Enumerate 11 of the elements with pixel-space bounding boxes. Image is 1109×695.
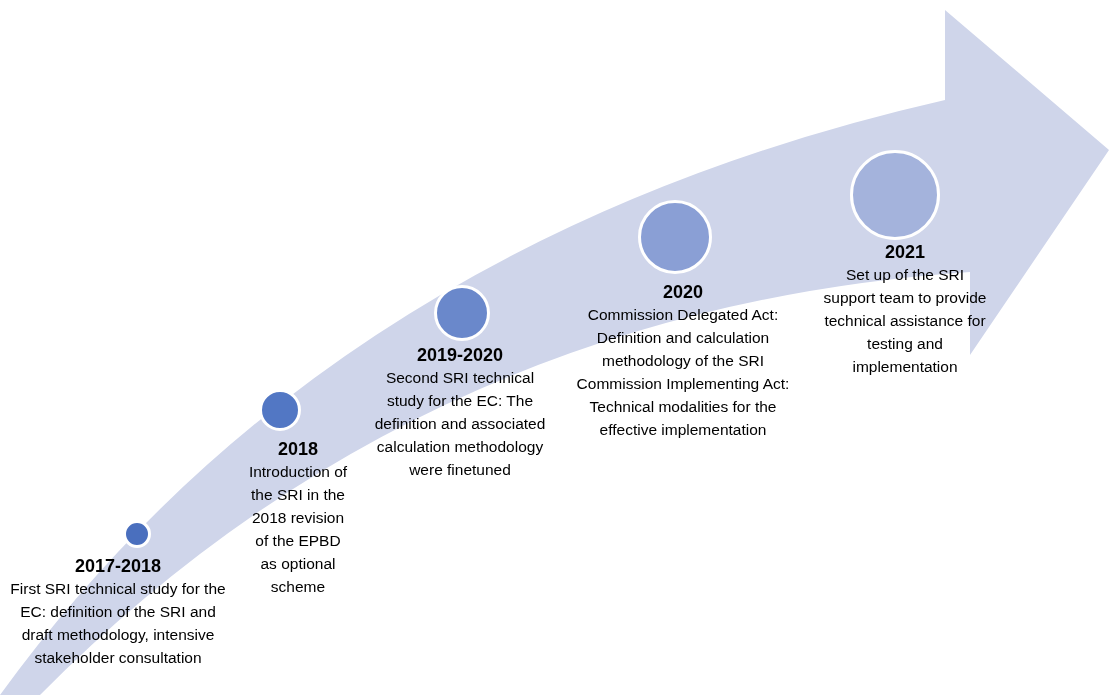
year-label: 2018 xyxy=(276,438,319,460)
year-label: 2017-2018 xyxy=(73,555,163,577)
milestone-description: Set up of the SRI support team to provide technical assistance for testing and implementation xyxy=(822,265,988,377)
year-label: 2020 xyxy=(661,281,704,303)
circle-marker xyxy=(123,520,151,548)
milestone-description: Second SRI technical study for the EC: The definition and associated calculation methodology were finetuned xyxy=(373,368,547,480)
milestone-description: First SRI technical study for the EC: definition of the SRI and draft methodology, intensive stakeholder consultation xyxy=(9,579,227,668)
milestone-description: Introduction of the SRI in the 2018 revision of the EPBD as optional scheme xyxy=(248,462,348,597)
year-label: 2021 xyxy=(883,241,926,263)
milestone-description: Commission Delegated Act: Definition and calculation methodology of the SRI Commission Implementing Act: Technical modalities for the effective implementation xyxy=(575,305,791,440)
year-label: 2019-2020 xyxy=(415,344,505,366)
